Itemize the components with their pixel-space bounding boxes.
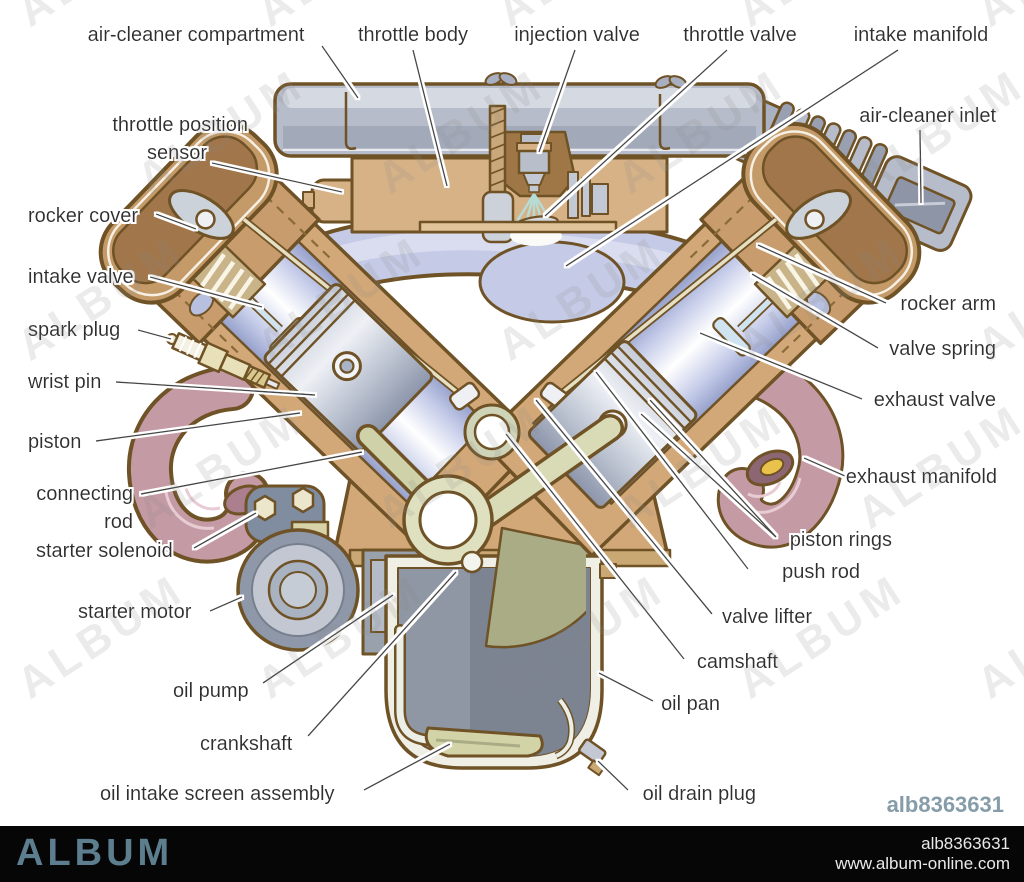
leader-throttle-valve xyxy=(544,49,728,217)
leader-spark-plug xyxy=(137,329,172,340)
label-connecting-rod-1: connecting xyxy=(36,483,133,505)
leader-injection-valve xyxy=(538,49,576,153)
label-exhaust-valve: exhaust valve xyxy=(874,389,996,411)
watermark-tile: ALBUM xyxy=(9,564,194,708)
label-air-cleaner-inlet: air-cleaner inlet xyxy=(859,105,996,127)
leader-piston-rings-2 xyxy=(640,413,777,538)
label-spark-plug: spark plug xyxy=(28,319,120,341)
label-oil-pan: oil pan xyxy=(661,693,720,715)
label-throttle-body: throttle body xyxy=(358,24,468,46)
leader-throttle-body xyxy=(412,49,448,187)
label-valve-spring: valve spring xyxy=(889,338,996,360)
label-exhaust-manifold: exhaust manifold xyxy=(846,466,997,488)
watermark-tile: ALBUM xyxy=(729,564,914,708)
label-intake-manifold: intake manifold xyxy=(854,24,989,46)
footer-bar: ALBUM alb8363631 www.album-online.com xyxy=(0,826,1024,882)
leader-valve-spring xyxy=(751,273,879,349)
label-oil-drain-plug: oil drain plug xyxy=(643,783,756,805)
leader-intake-manifold xyxy=(565,49,899,267)
leader-exhaust-manifold xyxy=(803,457,846,477)
watermark-image-id: alb8363631 xyxy=(887,792,1004,817)
leader-exhaust-valve xyxy=(699,332,863,400)
footer-image-id: alb8363631 xyxy=(921,833,1010,853)
leader-oil-pump xyxy=(262,594,394,684)
label-throttle-position-sensor-2: sensor xyxy=(147,142,207,164)
label-piston-rings: piston rings xyxy=(790,529,892,551)
label-air-cleaner-compartment: air-cleaner compartment xyxy=(88,24,305,46)
leader-piston xyxy=(95,412,301,442)
part-throttle-body xyxy=(302,104,669,246)
footer-website[interactable]: www.album-online.com xyxy=(835,854,1010,873)
label-camshaft: camshaft xyxy=(697,651,779,673)
leader-oil-drain-plug xyxy=(597,760,629,791)
leader-rocker-cover xyxy=(155,213,197,230)
watermark-tile: ALBUM xyxy=(969,564,1024,708)
leader-starter-motor xyxy=(209,596,243,612)
part-starter-motor xyxy=(236,528,360,652)
part-oil-pan xyxy=(384,526,617,777)
label-rocker-arm: rocker arm xyxy=(900,293,996,315)
leader-oil-intake-screen xyxy=(363,743,451,791)
label-throttle-position-sensor-1: throttle position xyxy=(112,114,248,136)
part-cylinder-bank-left xyxy=(83,107,554,572)
wing-nut-icon xyxy=(484,72,688,89)
label-oil-intake-screen-assembly: oil intake screen assembly xyxy=(100,783,335,805)
part-camshaft xyxy=(463,403,521,461)
part-injection-valve xyxy=(512,133,556,232)
leader-camshaft xyxy=(505,433,685,660)
label-crankshaft: crankshaft xyxy=(200,733,293,755)
leader-wrist-pin xyxy=(115,381,316,396)
label-throttle-valve: throttle valve xyxy=(683,24,796,46)
leader-rocker-arm xyxy=(757,244,887,304)
part-starter-solenoid xyxy=(244,484,330,550)
leader-crankshaft xyxy=(307,571,457,737)
label-intake-valve: intake valve xyxy=(28,266,134,288)
leader-intake-valve xyxy=(149,276,263,308)
part-crankshaft xyxy=(402,474,494,574)
label-valve-lifter: valve lifter xyxy=(722,606,812,628)
part-crank-web xyxy=(484,526,586,649)
label-piston: piston xyxy=(28,431,81,453)
label-injection-valve: injection valve xyxy=(514,24,640,46)
leader-connecting-rod xyxy=(140,451,363,495)
leader-lines xyxy=(95,45,922,791)
leader-push-rod xyxy=(595,371,749,570)
label-oil-pump: oil pump xyxy=(173,680,249,702)
leader-throttle-position-sensor xyxy=(211,162,343,193)
label-starter-solenoid: starter solenoid xyxy=(36,540,173,562)
leader-valve-lifter xyxy=(535,399,713,615)
label-push-rod: push rod xyxy=(782,561,860,583)
leader-air-cleaner-compartment xyxy=(321,45,359,99)
part-piston-rings-right xyxy=(603,345,693,436)
engine-diagram: air-cleaner compartment throttle body in… xyxy=(9,0,1024,817)
leader-starter-solenoid xyxy=(193,512,257,549)
part-labels: air-cleaner compartment throttle body in… xyxy=(27,24,997,805)
album-logo: ALBUM xyxy=(16,831,174,874)
label-wrist-pin: wrist pin xyxy=(27,371,101,393)
label-starter-motor: starter motor xyxy=(78,601,192,623)
part-oil-drain-plug xyxy=(578,738,607,777)
part-piston-rings-left xyxy=(267,286,356,378)
leader-oil-pan xyxy=(598,672,654,702)
leader-piston-rings-1 xyxy=(649,399,777,538)
label-connecting-rod-2: rod xyxy=(104,511,133,533)
label-rocker-cover: rocker cover xyxy=(28,205,138,227)
fuel-spray-icon xyxy=(512,193,556,232)
leader-air-cleaner-inlet xyxy=(919,129,922,204)
part-spark-plug xyxy=(166,332,281,390)
